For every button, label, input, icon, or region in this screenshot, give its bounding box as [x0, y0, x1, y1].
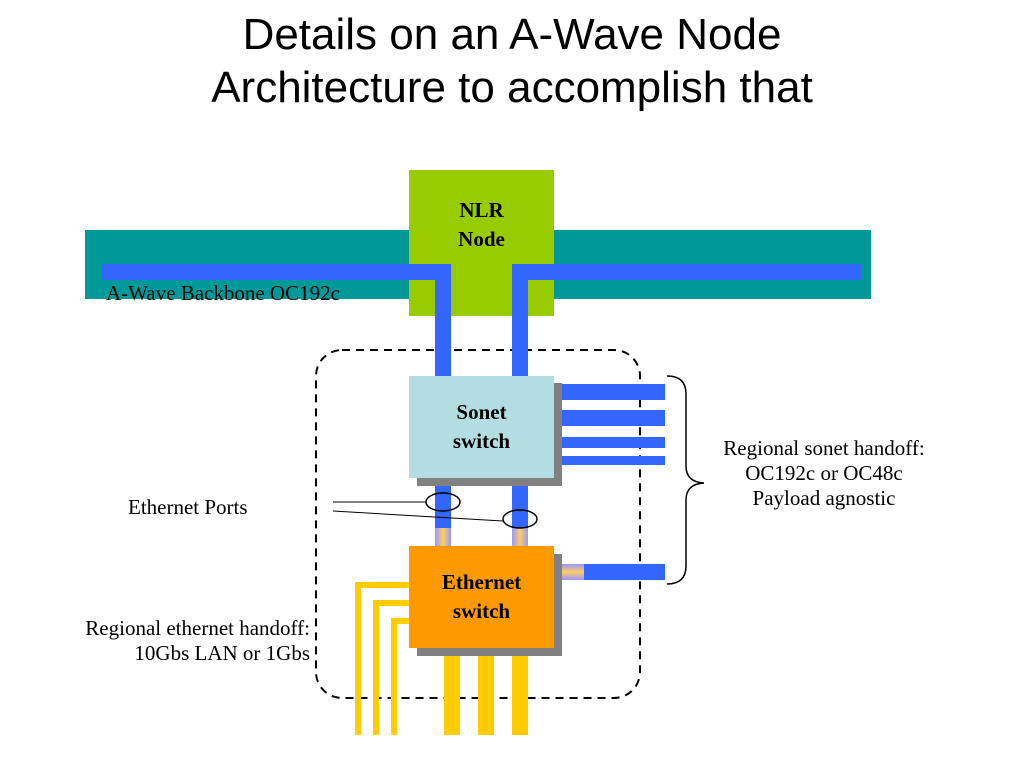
sonet-handoff-line-3-text: Payload agnostic — [752, 486, 896, 510]
sonet-handoff-line-1 — [554, 384, 665, 400]
ethernet-trunk-3 — [512, 648, 528, 735]
backbone-label: A-Wave Backbone OC192c — [106, 281, 340, 305]
ethernet-sonet-link — [584, 564, 665, 580]
sonet-switch-box — [409, 376, 554, 478]
ethernet-port-link-left — [435, 528, 451, 548]
ethernet-switch-label: Ethernet switch — [409, 568, 554, 626]
sonet-handoff-line-4 — [554, 456, 665, 465]
sonet-switch-label-line-2: switch — [452, 429, 511, 453]
nlr-node-label-line-2: Node — [458, 227, 505, 251]
ethernet-port-marker-right — [502, 509, 538, 529]
ethernet-handoff-line-3 — [391, 618, 410, 735]
ethernet-handoff-label: Regional ethernet handoff: 10Gbs LAN or … — [20, 616, 310, 666]
sonet-handoff-line-3 — [554, 437, 665, 448]
nlr-node-label-line-1: NLR — [459, 198, 504, 222]
backbone-link-right — [512, 264, 861, 380]
sonet-ethernet-link-left — [435, 480, 451, 530]
ethernet-switch-box — [409, 546, 554, 648]
ethernet-trunk-1 — [444, 648, 460, 735]
nlr-node-label: NLR Node — [409, 196, 554, 254]
sonet-handoff-line-2-text: OC192c or OC48c — [745, 461, 903, 485]
nlr-node-box — [409, 170, 554, 316]
ethernet-port-link-right — [512, 528, 528, 548]
title-line-2: Architecture to accomplish that — [211, 63, 813, 112]
sonet-ethernet-link-right — [512, 480, 528, 530]
ethernet-handoff-line-1 — [355, 582, 410, 735]
ethernet-ports-pointer-2 — [332, 510, 504, 522]
sonet-handoff-line-2 — [554, 410, 665, 426]
ethernet-switch-label-line-2: switch — [452, 599, 511, 623]
backbone-link-left — [101, 264, 451, 380]
ethernet-trunk-2 — [478, 648, 494, 735]
sonet-switch-label-line-1: Sonet — [456, 400, 507, 424]
ethernet-switch-label-line-1: Ethernet — [441, 570, 522, 594]
slide-title: Details on an A-Wave Node Architecture t… — [0, 8, 1024, 114]
sonet-switch-label: Sonet switch — [409, 398, 554, 456]
ethernet-handoff-line-2-text: 10Gbs LAN or 1Gbs — [134, 641, 310, 665]
sonet-handoff-brace — [666, 375, 705, 585]
ethernet-handoff-line-1-text: Regional ethernet handoff: — [85, 616, 310, 640]
sonet-handoff-label: Regional sonet handoff: OC192c or OC48c … — [694, 436, 954, 511]
title-line-1: Details on an A-Wave Node — [242, 10, 782, 59]
ethernet-ports-label: Ethernet Ports — [128, 495, 248, 519]
ethernet-handoff-line-2 — [373, 600, 410, 735]
sonet-handoff-line-1-text: Regional sonet handoff: — [723, 436, 925, 460]
